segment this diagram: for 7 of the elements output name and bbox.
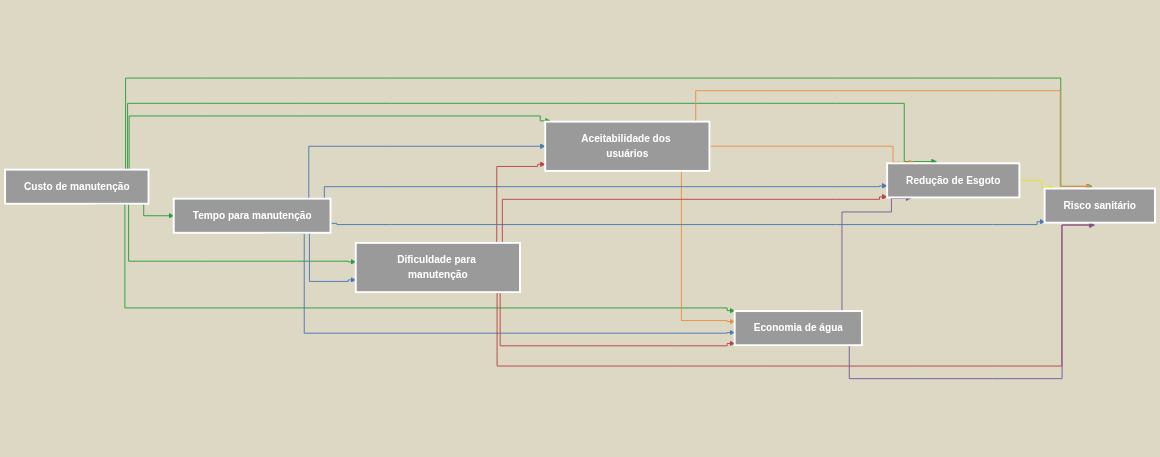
node-box: Tempo para manutenção: [172, 197, 332, 234]
node-box: Custo de manutenção: [4, 168, 150, 205]
node-box: Aceitabilidade dos usuários: [544, 120, 711, 172]
node-box: Economia de água: [733, 310, 863, 347]
node-box: Dificuldade para manutenção: [354, 242, 521, 294]
node-box: Risco sanitário: [1043, 187, 1156, 224]
node-box: Redução de Esgoto: [886, 162, 1021, 199]
